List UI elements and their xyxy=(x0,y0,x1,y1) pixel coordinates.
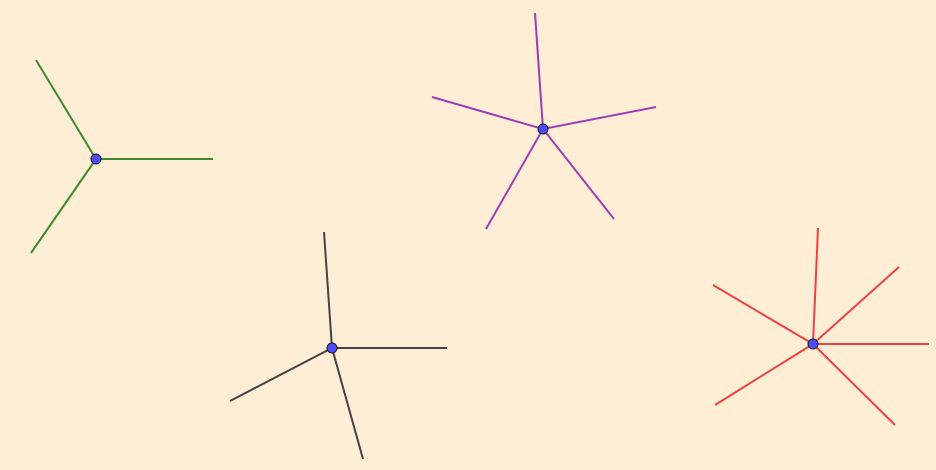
star-4-rays-ray-4[interactable] xyxy=(229,347,333,402)
star-4-rays-ray-3[interactable] xyxy=(331,347,364,460)
star-4-rays-ray-1[interactable] xyxy=(323,231,333,349)
star-3-rays-ray-3[interactable] xyxy=(30,158,97,254)
star-5-rays-ray-4[interactable] xyxy=(485,128,544,230)
star-4-rays xyxy=(229,231,447,460)
star-5-rays xyxy=(431,12,657,230)
star-5-rays-center-point[interactable] xyxy=(537,123,549,135)
star-6-rays-center-point[interactable] xyxy=(807,338,819,350)
star-5-rays-ray-5[interactable] xyxy=(431,96,544,130)
stars-layer xyxy=(30,12,929,460)
star-6-rays xyxy=(712,227,929,426)
star-6-rays-ray-5[interactable] xyxy=(714,343,814,406)
star-6-rays-ray-6[interactable] xyxy=(712,284,814,345)
star-6-rays-ray-1[interactable] xyxy=(812,227,819,345)
star-3-rays-center-point[interactable] xyxy=(90,153,102,165)
star-5-rays-ray-3[interactable] xyxy=(542,128,615,220)
star-4-rays-center-point[interactable] xyxy=(326,342,338,354)
star-5-rays-ray-2[interactable] xyxy=(542,106,657,130)
star-6-rays-ray-2[interactable] xyxy=(812,266,900,345)
star-3-rays xyxy=(30,59,213,254)
star-6-rays-ray-4[interactable] xyxy=(812,343,896,426)
star-3-rays-ray-1[interactable] xyxy=(35,59,97,160)
star-5-rays-ray-1[interactable] xyxy=(534,12,544,130)
